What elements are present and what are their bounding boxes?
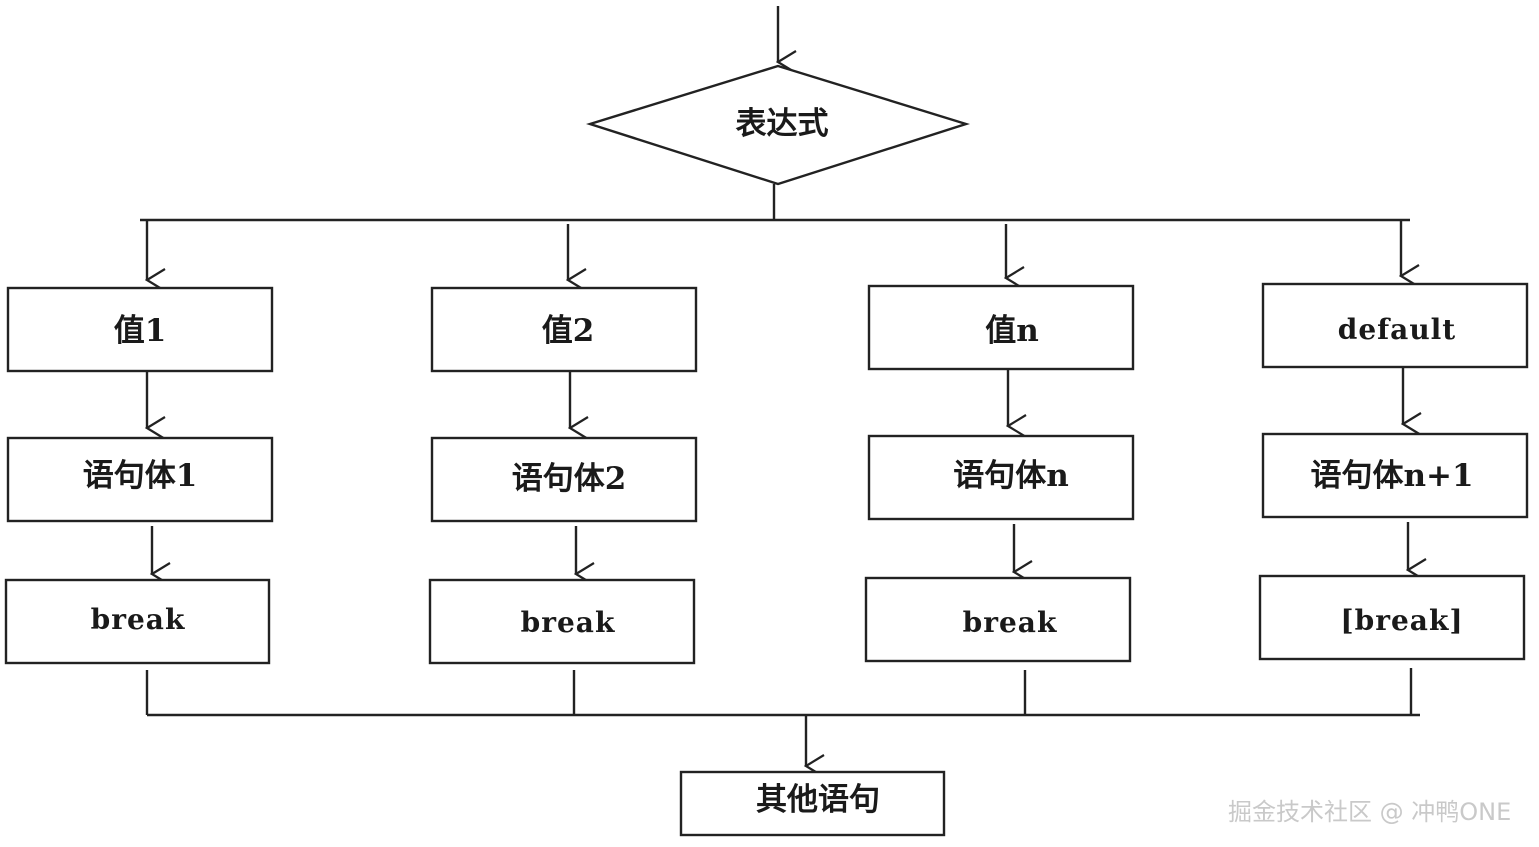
statement-label-3: 语句体n [953,458,1069,494]
break-label-4: [break] [1340,604,1463,637]
value-label-1: 值1 [114,313,167,349]
statement-label-2: 语句体2 [512,461,627,497]
statement-box-1 [6,436,274,523]
break-label-1: break [91,603,186,636]
value-label-3: 值n [985,313,1039,349]
break-box-1 [4,578,271,665]
expression-label: 表达式 [736,106,829,142]
watermark: 掘金技术社区 @ 冲鸭ONE [1228,798,1512,826]
value-box-2 [430,286,698,373]
value-label-4: default [1338,313,1457,346]
statement-label-1: 语句体1 [83,458,198,494]
value-box-3 [867,284,1135,371]
value-label-2: 值2 [542,313,595,349]
statement-box-3 [867,434,1135,521]
break-box-4 [1258,574,1526,661]
statement-box-2 [430,436,698,523]
break-label-3: break [963,606,1058,639]
other-statements-label: 其他语句 [756,782,880,818]
break-box-2 [428,578,696,665]
value-box-4 [1261,282,1529,369]
statement-label-4: 语句体n+1 [1310,458,1473,494]
other-statements-box [679,770,946,837]
expression-diamond [585,64,971,186]
statement-box-4 [1261,432,1529,519]
value-box-1 [6,286,274,373]
break-box-3 [864,576,1132,663]
break-label-2: break [521,606,616,639]
